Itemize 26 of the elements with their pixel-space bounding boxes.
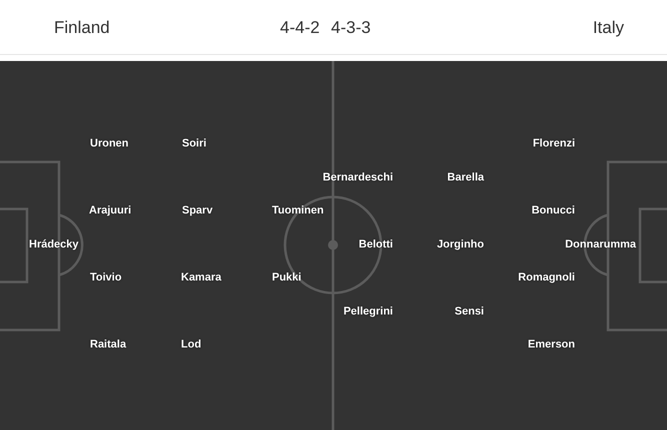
- formation-label: 4-4-2: [280, 18, 320, 38]
- player-name: Donnarumma: [565, 238, 636, 252]
- player-name: Bonucci: [532, 204, 575, 218]
- player-name: Sparv: [182, 204, 213, 218]
- player-name: Bernardeschi: [322, 172, 393, 184]
- player-name: Kamara: [181, 272, 222, 284]
- player-name: Tuominen: [272, 204, 324, 218]
- player-name: Florenzi: [532, 138, 575, 150]
- player-name: Uronen: [90, 138, 128, 150]
- player-name: Toivio: [90, 272, 122, 284]
- player-name: Raitala: [90, 338, 126, 352]
- formation-label: 4-3-3: [331, 18, 371, 38]
- player-name: Hrádecky: [29, 238, 79, 252]
- player-name: Pukki: [272, 272, 302, 284]
- team-name: Finland: [54, 18, 110, 38]
- player-name: Soiri: [182, 138, 206, 150]
- player-name: Romagnoli: [518, 272, 575, 284]
- player-name: Pellegrini: [343, 306, 393, 318]
- player-name: Barella: [447, 172, 484, 184]
- player-name: Jorginho: [436, 238, 484, 252]
- player-name: Lod: [181, 338, 202, 352]
- player-name: Emerson: [528, 338, 575, 352]
- team-name: Italy: [592, 18, 624, 38]
- player-name: Arajuuri: [89, 204, 132, 218]
- player-name: Belotti: [358, 238, 393, 252]
- player-name: Sensi: [454, 306, 484, 318]
